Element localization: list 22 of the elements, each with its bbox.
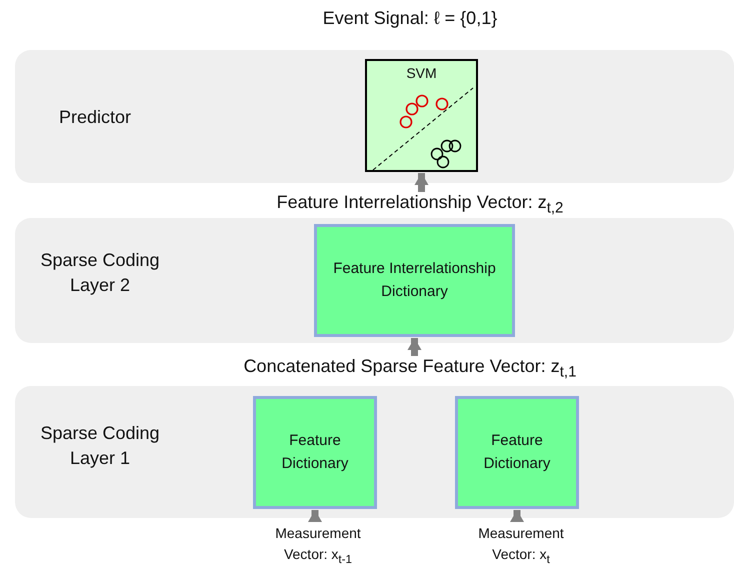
layer-band <box>15 50 734 183</box>
arrow <box>510 510 524 522</box>
layer-band <box>15 386 734 518</box>
dictionary-label: Feature Interrelationship Dictionary <box>332 259 497 302</box>
classifier-title: SVM <box>405 65 438 81</box>
output-signal-label: Event Signal: ℓ = {0,1} <box>322 8 498 29</box>
layer-band <box>15 218 734 343</box>
layer-title: Predictor <box>58 106 132 129</box>
layer-title: Sparse Coding Layer 2 <box>39 249 161 298</box>
dictionary-box <box>455 396 579 509</box>
arrow <box>408 338 422 356</box>
layer-title: Sparse Coding Layer 1 <box>39 422 161 470</box>
dictionary-label: Feature Dictionary <box>280 431 350 474</box>
vector-label: Feature Interrelationship Vector: z$_{t,2}$ <box>276 191 564 219</box>
vector-label: Concatenated Sparse Feature Vector: z$_{t,1}$ <box>244 355 576 383</box>
dictionary-box <box>253 396 377 509</box>
arrow <box>308 510 322 522</box>
dictionary-box <box>314 224 515 337</box>
arrow <box>414 173 428 192</box>
vector-label: Measurement Vector: x$_{t}$ <box>477 524 565 568</box>
vector-label: Measurement Vector: x$_{t-1}$ <box>274 524 362 568</box>
dictionary-label: Feature Dictionary <box>482 431 552 474</box>
